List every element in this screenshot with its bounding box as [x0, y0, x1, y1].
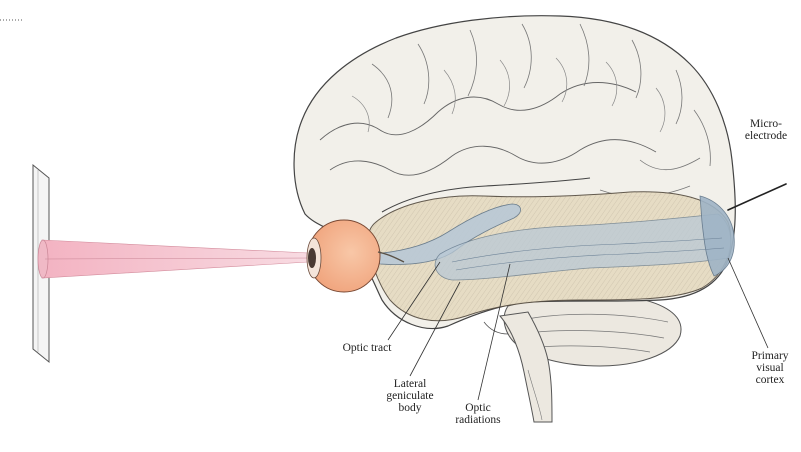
label-primary-visual-cortex: Primary visual cortex — [742, 350, 798, 386]
label-optic-radiations: Optic radiations — [445, 402, 511, 426]
label-lateral-geniculate-body: Lateral geniculate body — [370, 378, 450, 414]
leader-primary-visual-cortex — [728, 258, 768, 348]
microelectrode — [728, 184, 786, 210]
label-microelectrode: Micro- electrode — [736, 118, 796, 142]
label-optic-tract: Optic tract — [322, 342, 412, 354]
light-beam — [38, 240, 312, 278]
